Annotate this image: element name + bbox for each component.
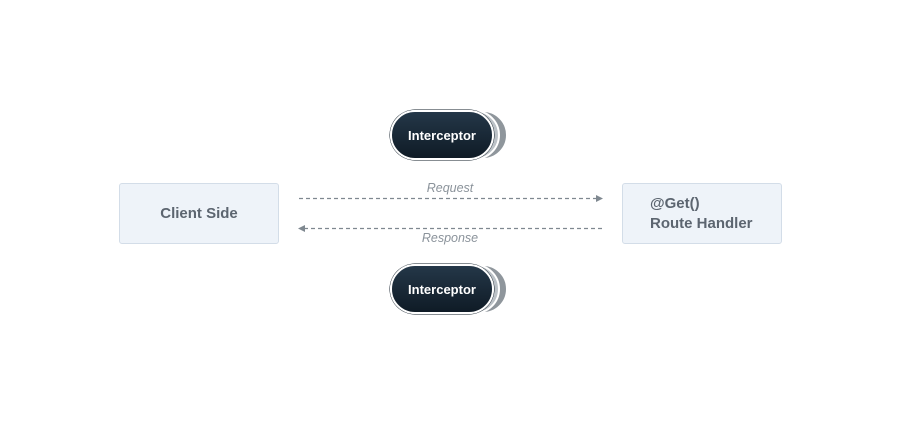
interceptor-bottom: Interceptor [390, 264, 512, 314]
request-label: Request [426, 181, 474, 195]
request-arrow [299, 195, 603, 202]
client-side-box: Client Side [119, 183, 279, 244]
response-label: Response [421, 231, 479, 245]
interceptor-label: Interceptor [408, 127, 476, 143]
interceptor-pill: Interceptor [390, 264, 494, 314]
route-handler-decorator: @Get() [650, 194, 700, 212]
response-arrow [298, 225, 603, 232]
request-arrowhead-icon [596, 195, 603, 202]
interceptor-label: Interceptor [408, 281, 476, 297]
interceptor-pill: Interceptor [390, 110, 494, 160]
interceptor-top: Interceptor [390, 110, 512, 160]
route-handler-label: Route Handler [650, 214, 753, 232]
response-arrowhead-icon [298, 225, 305, 232]
client-side-label: Client Side [160, 205, 238, 222]
route-handler-box: @Get() Route Handler [622, 183, 782, 244]
